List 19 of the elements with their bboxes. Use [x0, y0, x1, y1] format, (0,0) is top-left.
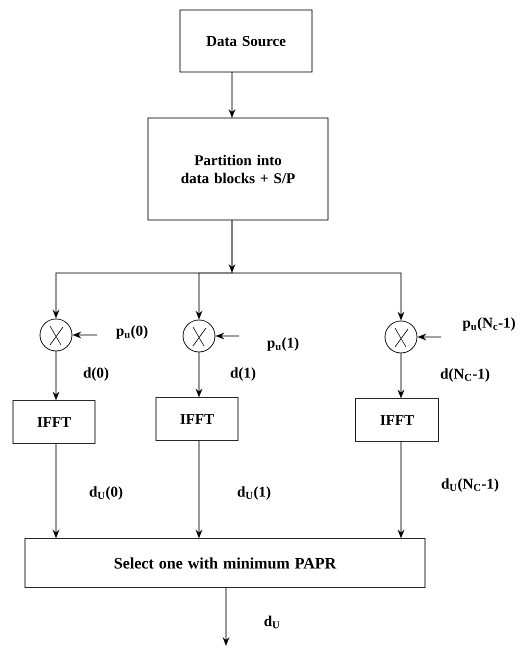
edge-label: d$_{U}$	[262, 614, 282, 630]
process-box: Data Source	[180, 10, 312, 72]
multiplier-circle	[40, 318, 72, 352]
edge-label: d(0)	[82, 366, 110, 382]
edge-label: d$_{U}$(1)	[236, 485, 272, 501]
edge-label: p$_{u}$(1)	[266, 336, 300, 352]
process-box: Select one with minimum PAPR	[24, 538, 426, 588]
edge-label: d(1)	[229, 366, 257, 382]
edge-label: p$_{u}$(N$_{c}$-1)	[461, 316, 517, 332]
edge-label: d$_{U}$(N$_{C}$-1)	[440, 477, 500, 493]
multiplier-circle	[182, 320, 216, 352]
process-box: IFFT	[156, 397, 238, 441]
multiplier-circle	[384, 320, 418, 354]
process-box: IFFT	[12, 400, 96, 444]
process-box: IFFT	[355, 398, 439, 442]
edge-label: p$_{u}$(0)	[114, 324, 150, 340]
edge-label: d(N$_{C}$-1)	[439, 367, 491, 383]
process-box: Partition into data blocks + S/P	[148, 118, 328, 220]
edge-label: d$_{U}$(0)	[88, 485, 124, 501]
